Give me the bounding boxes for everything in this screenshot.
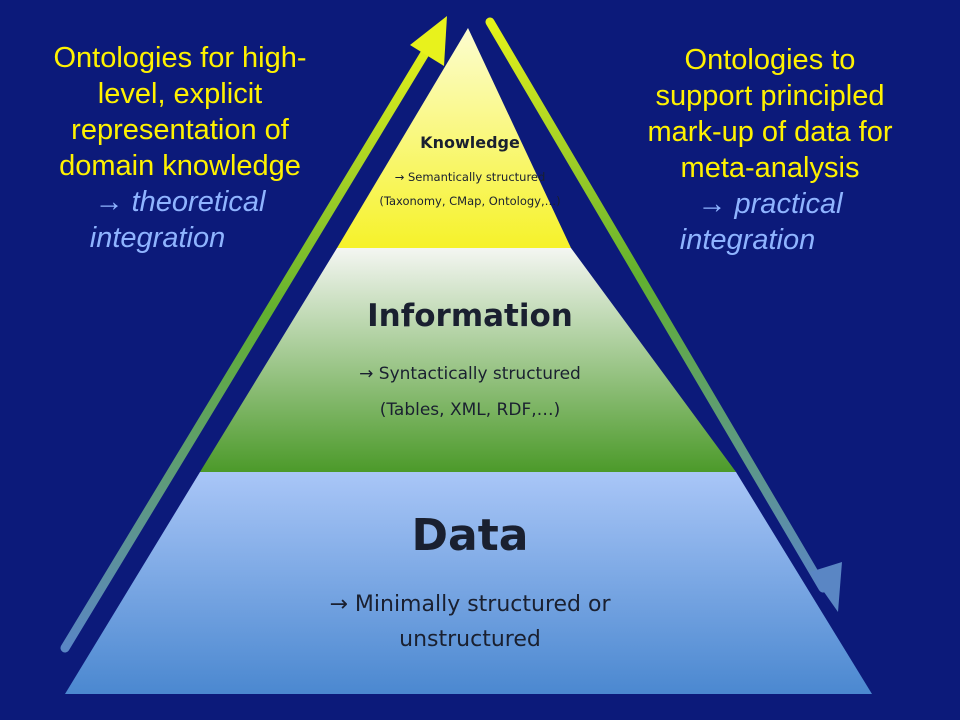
information-examples: (Tables, XML, RDF,…) bbox=[379, 400, 561, 420]
knowledge-layer bbox=[337, 28, 571, 248]
upward-arrow-head-icon bbox=[410, 16, 447, 66]
note-line: representation of bbox=[71, 114, 289, 146]
note-line: support principled bbox=[655, 80, 885, 112]
theoretical-integration-note: Ontologies for high- level, explicit rep… bbox=[30, 40, 330, 256]
note-line: Ontologies to bbox=[684, 44, 856, 76]
practical-integration-note: Ontologies to support principled mark-up… bbox=[620, 42, 920, 258]
data-title: Data bbox=[411, 510, 529, 561]
note-line: mark-up of data for bbox=[647, 116, 893, 148]
knowledge-examples: (Taxonomy, CMap, Ontology,…) bbox=[379, 194, 561, 208]
downward-arrow-shaft bbox=[485, 17, 828, 593]
upward-arrow-shaft bbox=[60, 35, 438, 653]
note-emphasis: integration bbox=[89, 222, 226, 254]
note-line: level, explicit bbox=[97, 78, 263, 110]
note-emphasis: → practical bbox=[697, 188, 843, 220]
downward-arrow-head-icon bbox=[810, 562, 842, 612]
information-title: Information bbox=[367, 298, 573, 334]
data-layer bbox=[65, 472, 872, 694]
note-line: Ontologies for high- bbox=[53, 42, 307, 74]
information-layer bbox=[200, 248, 736, 472]
data-description: → Minimally structured or bbox=[329, 592, 611, 617]
note-emphasis: → theoretical bbox=[94, 186, 266, 218]
knowledge-description: → Semantically structured bbox=[394, 170, 546, 184]
information-description: → Syntactically structured bbox=[359, 364, 581, 384]
note-line: domain knowledge bbox=[59, 150, 301, 182]
note-emphasis: integration bbox=[679, 224, 816, 256]
note-line: meta-analysis bbox=[680, 152, 860, 184]
knowledge-title: Knowledge bbox=[420, 133, 520, 152]
data-description-continued: unstructured bbox=[399, 627, 541, 652]
